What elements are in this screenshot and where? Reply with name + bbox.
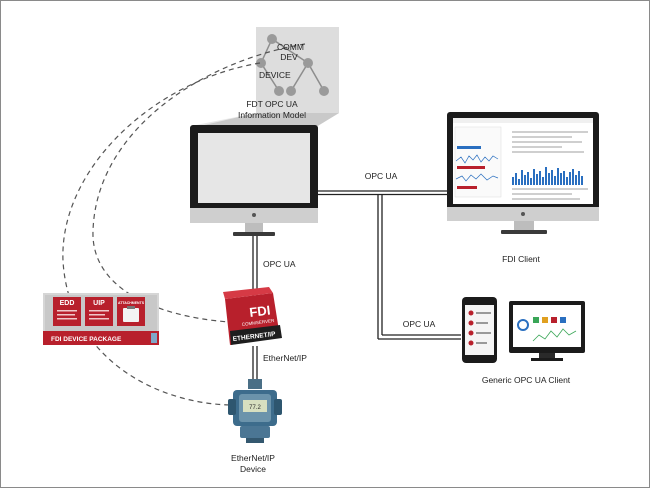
generic-client-label: Generic OPC UA Client — [466, 375, 586, 386]
comm-dev-text: COMM DEV — [277, 42, 304, 62]
smartphone — [462, 297, 497, 363]
tree-root-node — [267, 34, 277, 44]
opc-ua-bottom-label: OPC UA — [399, 319, 439, 330]
ethernet-ip-device-text: EtherNet/IP Device — [231, 453, 275, 474]
info-model-label: FDT OPC UA Information Model — [227, 99, 317, 121]
comm-dev-label: COMM DEV — [277, 42, 304, 62]
device-text: DEVICE — [259, 70, 291, 80]
opc-ua-top-text: OPC UA — [364, 171, 398, 181]
transmitter-display-text: 77.2 — [249, 405, 261, 411]
package-uip-text: UIP — [93, 300, 105, 307]
tree-leaf-node — [319, 86, 329, 96]
fdi-commserver-gateway: FDI COMMSERVER ETHERNET/IP — [223, 287, 282, 345]
ethernet-ip-text: EtherNet/IP — [263, 353, 307, 363]
fdi-client-text: FDI Client — [502, 254, 540, 264]
generic-client-monitor — [509, 301, 585, 361]
opc-ua-vertical-text: OPC UA — [263, 259, 296, 269]
gateway-sub-text: COMMSERVER — [242, 318, 276, 327]
package-box-icon — [151, 333, 157, 343]
opc-ua-bottom-text: OPC UA — [402, 319, 436, 329]
ethernet-ip-label: EtherNet/IP — [263, 353, 323, 364]
generic-client-text: Generic OPC UA Client — [481, 375, 571, 385]
package-attachments-text: ATTACHMENTS — [118, 301, 145, 305]
package-title-text: FDI DEVICE PACKAGE — [51, 336, 122, 343]
package-edd-text: EDD — [60, 300, 75, 307]
ethernet-link — [252, 346, 258, 381]
opc-ua-vertical-label: OPC UA — [263, 259, 303, 270]
opc-ua-top-label: OPC UA — [361, 171, 401, 182]
main-monitor — [190, 125, 318, 236]
info-model-base — [196, 113, 339, 127]
clipboard-icon — [123, 308, 139, 322]
ethernet-ip-transmitter: 77.2 — [228, 379, 282, 443]
gateway-brand-text: FDI — [249, 303, 272, 320]
fdi-device-package: EDD UIP ATTACHMENTS FDI DEVICE PACKAGE — [43, 293, 159, 345]
info-model-projection — [196, 27, 339, 127]
device-label: DEVICE — [259, 70, 291, 81]
fdi-client-label: FDI Client — [491, 254, 551, 265]
tree-leaf-node — [286, 86, 296, 96]
ethernet-ip-device-label: EtherNet/IP Device — [223, 453, 283, 475]
tree-leaf-node — [274, 86, 284, 96]
fdi-client-bar-chart — [512, 167, 583, 185]
tree-commdev-node — [303, 58, 313, 68]
tree-device-node — [256, 58, 266, 68]
info-model-text: FDT OPC UA Information Model — [237, 99, 307, 120]
fdi-client-monitor — [447, 112, 599, 234]
